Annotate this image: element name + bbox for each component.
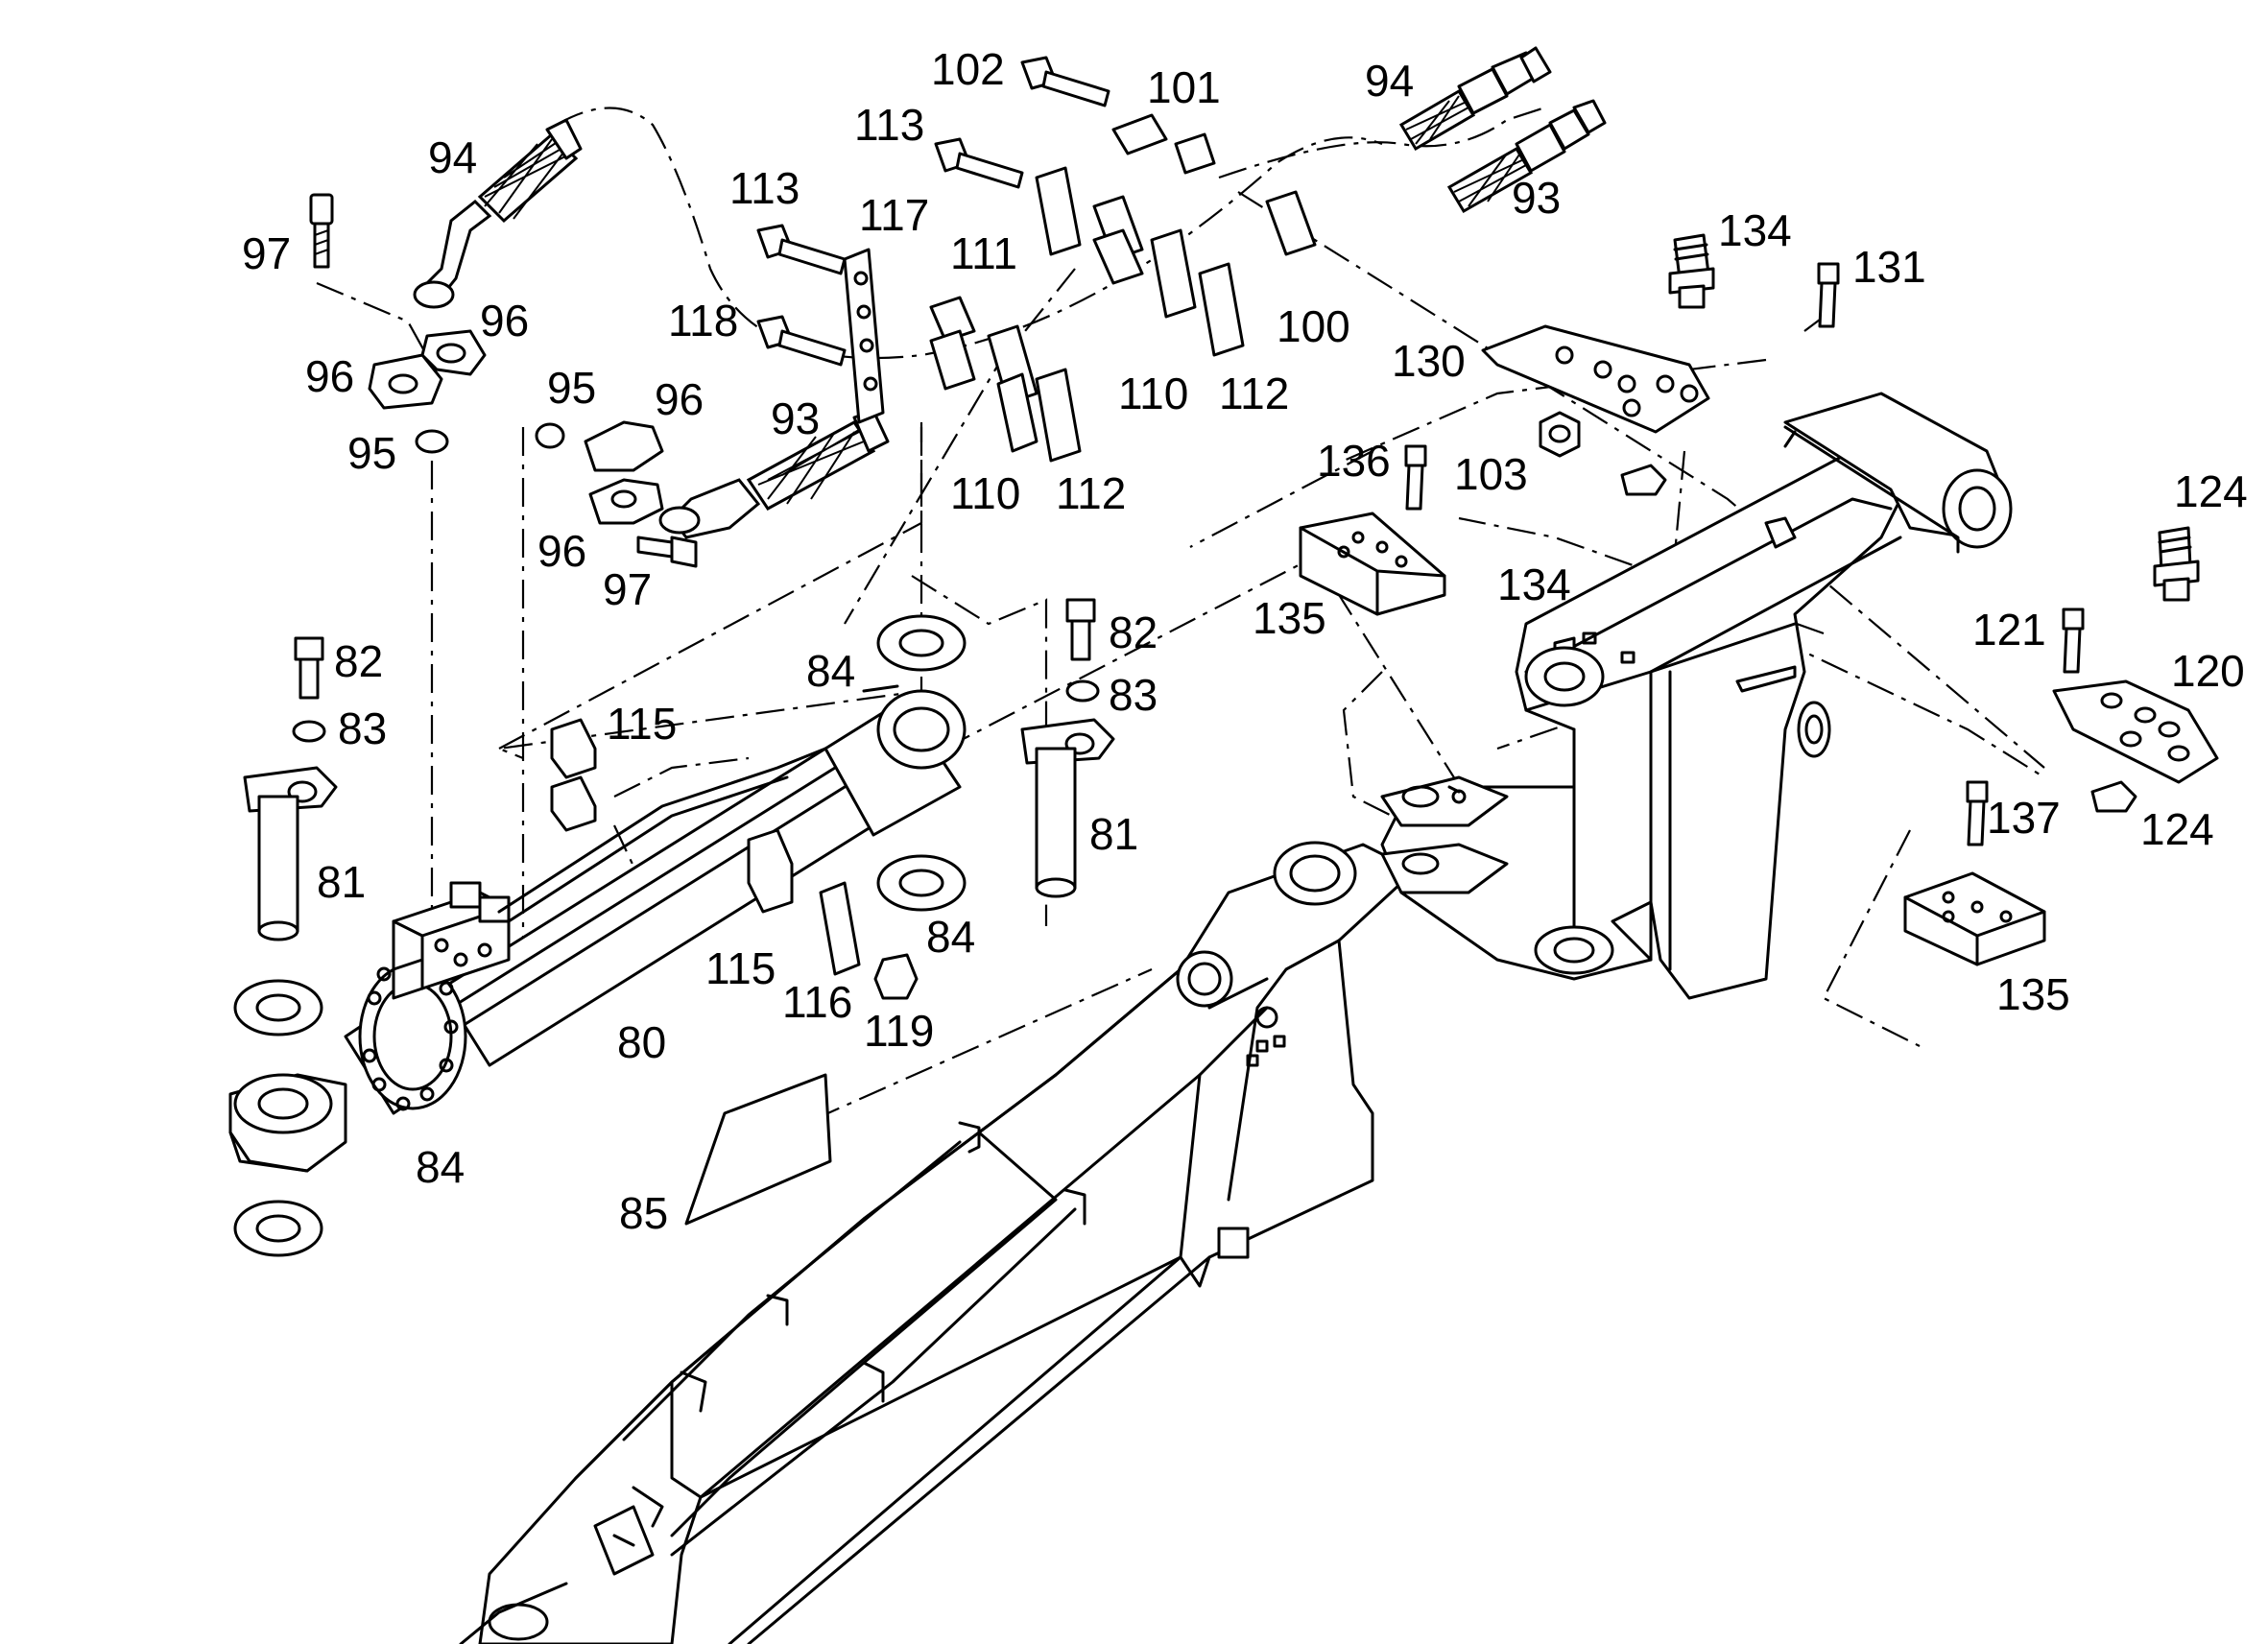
callout-81: 81 — [1089, 809, 1138, 859]
callout-100: 100 — [1277, 301, 1350, 351]
callout-120: 120 — [2171, 646, 2245, 696]
nut-124 — [2090, 780, 2137, 813]
washer-83-left — [292, 720, 326, 743]
callout-labels: 102 101 94 113 94 93 113 117 111 134 131… — [242, 44, 2248, 1238]
callout-134: 134 — [1718, 205, 1792, 255]
brackets-115-116 — [550, 718, 919, 1000]
bolt-97 — [309, 193, 334, 269]
callout-111: 111 — [950, 228, 1017, 278]
callout-84: 84 — [806, 646, 855, 696]
pin-81-left — [243, 766, 338, 941]
callout-124: 124 — [2140, 804, 2214, 854]
nut-103 — [1539, 411, 1581, 458]
callout-84: 84 — [416, 1142, 465, 1192]
flange-halves-96 — [368, 329, 487, 410]
callout-119: 119 — [864, 1006, 934, 1056]
callout-130: 130 — [1392, 336, 1466, 386]
nut-134 — [1620, 464, 1667, 496]
plate-117 — [843, 248, 885, 424]
fitting-124 — [2153, 526, 2200, 602]
bolt-82-left — [294, 636, 324, 700]
callout-115: 115 — [607, 699, 677, 749]
callout-117: 117 — [859, 190, 929, 240]
callout-83: 83 — [338, 703, 387, 753]
callout-118: 118 — [668, 296, 738, 345]
callout-96: 96 — [305, 351, 354, 401]
pin-81-right — [1020, 718, 1115, 898]
callout-85: 85 — [619, 1188, 668, 1238]
bolt-121 — [2062, 608, 2085, 674]
callout-112: 112 — [1219, 369, 1289, 418]
boom-arm — [459, 841, 1403, 1644]
clamps-110-111-112 — [929, 113, 1317, 463]
callout-135: 135 — [1253, 593, 1326, 643]
callout-113: 113 — [729, 163, 800, 213]
callout-134: 134 — [1497, 560, 1571, 609]
callout-97: 97 — [603, 564, 652, 614]
callout-112: 112 — [1056, 468, 1126, 518]
callout-81: 81 — [317, 857, 366, 907]
decal-85 — [684, 1073, 832, 1226]
o-ring-95-b — [535, 422, 565, 449]
callout-93: 93 — [1512, 173, 1561, 223]
callout-84: 84 — [926, 912, 975, 962]
callout-124: 124 — [2174, 466, 2248, 516]
boom-foot-bracket — [1380, 392, 2013, 1000]
bolt-97-b — [636, 536, 698, 568]
callout-116: 116 — [782, 977, 852, 1027]
callout-103: 103 — [1454, 449, 1528, 499]
callout-115: 115 — [705, 943, 776, 993]
washer-83-right — [1065, 679, 1100, 703]
plate-130 — [1481, 324, 1710, 434]
fitting-134 — [1668, 233, 1715, 309]
callout-96: 96 — [537, 526, 586, 576]
washers-84 — [233, 614, 967, 1257]
callout-96: 96 — [480, 296, 529, 345]
callout-136: 136 — [1317, 436, 1391, 486]
callout-82: 82 — [1109, 608, 1158, 657]
callout-137: 137 — [1987, 793, 2061, 843]
callout-131: 131 — [1852, 242, 1926, 292]
callout-95: 95 — [547, 363, 596, 413]
callout-121: 121 — [1972, 605, 2046, 655]
o-ring-95 — [415, 429, 449, 454]
hose-94-right — [1398, 46, 1552, 152]
bolt-137 — [1966, 780, 1989, 846]
callout-80: 80 — [617, 1017, 666, 1067]
callout-101: 101 — [1147, 62, 1221, 112]
callout-110: 110 — [1118, 369, 1188, 418]
bolt-131 — [1817, 262, 1840, 328]
callout-94: 94 — [1365, 56, 1414, 106]
callout-94: 94 — [428, 132, 477, 182]
plate-120 — [2052, 679, 2219, 784]
callout-82: 82 — [334, 636, 383, 686]
block-135-a — [1299, 512, 1446, 616]
callout-97: 97 — [242, 228, 291, 278]
callout-95: 95 — [347, 428, 396, 478]
callout-102: 102 — [931, 44, 1005, 94]
callout-113: 113 — [854, 100, 924, 150]
bolt-136 — [1404, 444, 1427, 511]
hose-93-right — [1446, 99, 1607, 214]
callout-96: 96 — [655, 374, 704, 424]
callout-110: 110 — [950, 468, 1020, 518]
hose-94-left — [413, 118, 583, 309]
hydraulic-cylinder — [228, 684, 967, 1173]
callout-83: 83 — [1109, 670, 1158, 720]
hose-93-left — [658, 409, 890, 539]
bolt-82-right — [1065, 598, 1096, 661]
block-135-b — [1903, 871, 2046, 966]
callout-93: 93 — [771, 393, 820, 443]
bolts-113-118 — [756, 56, 1110, 367]
flange-halves-96-b — [584, 420, 664, 525]
callout-135: 135 — [1996, 969, 2070, 1019]
